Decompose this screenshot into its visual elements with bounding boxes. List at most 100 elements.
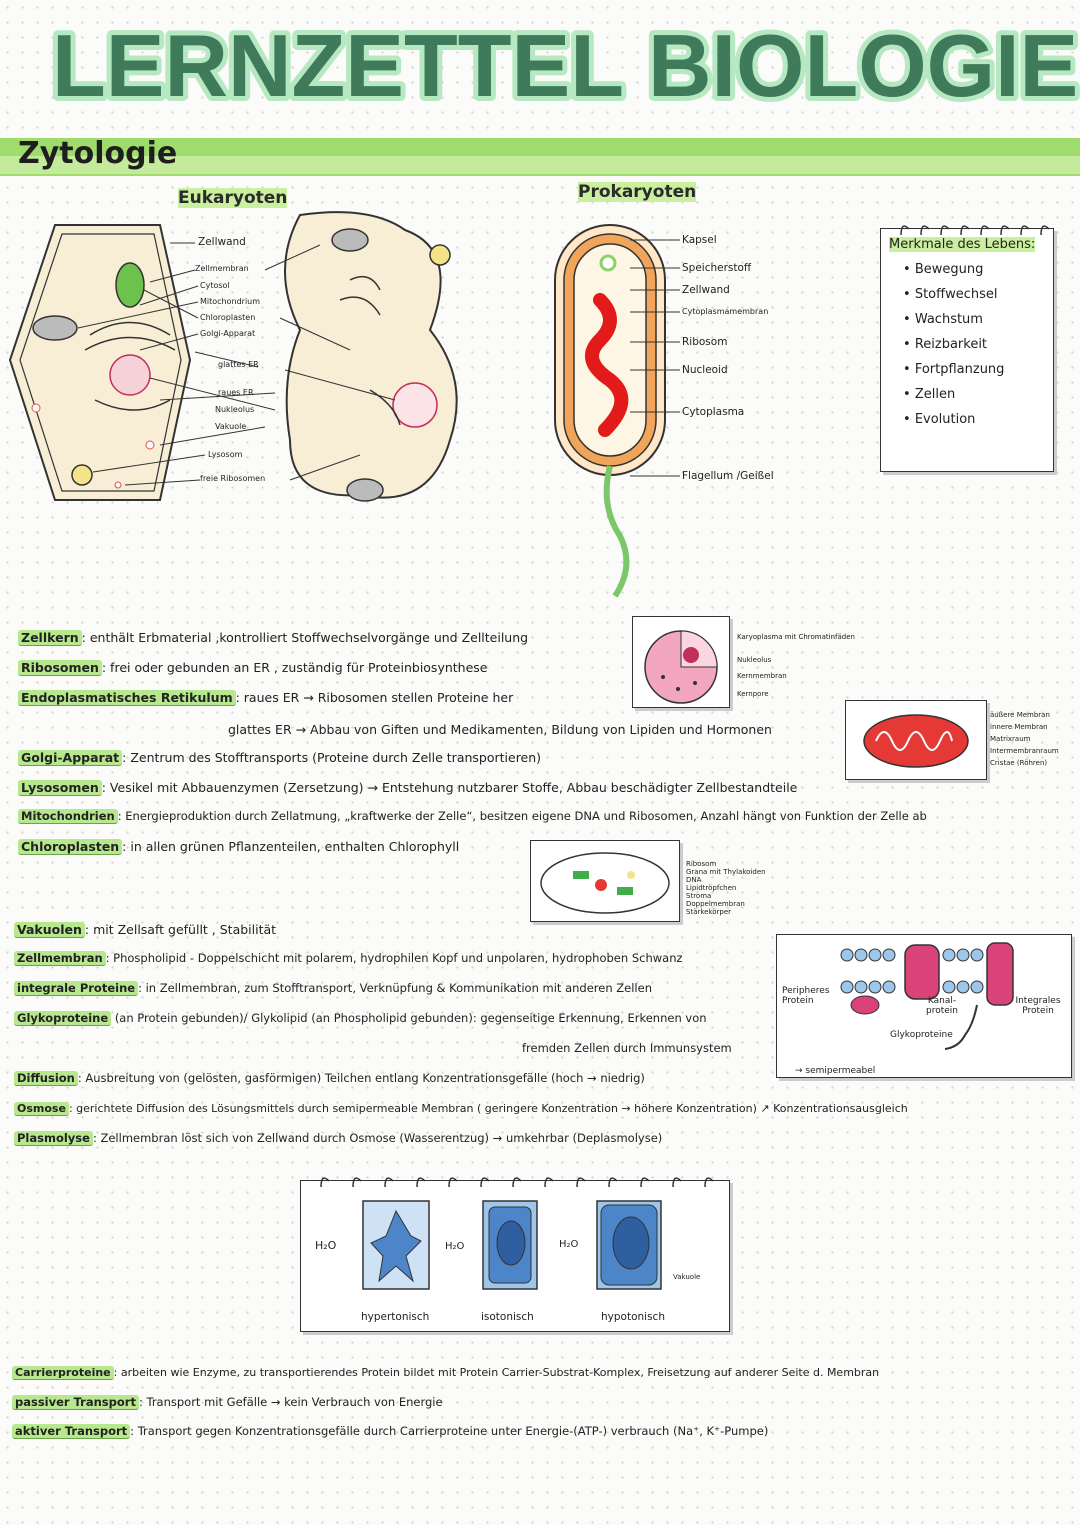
euk-label-cytosol: Cytosol	[200, 281, 230, 290]
pro-label-nucleoid: Nucleoid	[682, 364, 728, 376]
merkmal-item: • Wachstum	[903, 312, 983, 327]
title-word-2: BIOLOGIE	[648, 16, 1078, 114]
euk-label-vakuole: Vakuole	[215, 422, 247, 431]
lysosome-shape	[71, 464, 93, 486]
euk-label-golgi: Golgi-Apparat	[200, 329, 256, 338]
def-chloroplasten: Chloroplasten: in allen grünen Pflanzent…	[18, 839, 459, 855]
euk-label-nukleolus: Nukleolus	[215, 405, 255, 414]
nuc-label-kernmembran: Kernmembran	[737, 672, 787, 680]
title-word-1: LERNZETTEL	[52, 16, 624, 114]
membrane-label-glyco: Glykoproteine	[890, 1030, 953, 1040]
def-vakuolen: Vakuolen: mit Zellsaft gefüllt , Stabili…	[14, 922, 276, 938]
merkmal-item: • Evolution	[903, 412, 976, 427]
chloro-label: Lipidtröpfchen	[686, 884, 737, 892]
def-glattes-er: glattes ER → Abbau von Giften und Medika…	[228, 722, 772, 737]
euk-label-raues-er: raues ER	[218, 388, 254, 397]
def-ribosomen: Ribosomen: frei oder gebunden an ER , zu…	[18, 660, 487, 676]
nucleoid-shape	[585, 293, 629, 437]
def-integrale-proteine: integrale Proteine: in Zellmembran, zum …	[14, 981, 652, 996]
pro-label-kapsel: Kapsel	[682, 234, 717, 246]
euk-label-zellwand: Zellwand	[198, 236, 246, 248]
chloroplast-shape	[115, 262, 145, 308]
pro-label-flagellum: Flagellum /Geißel	[682, 470, 774, 482]
def-lysosomen: Lysosomen: Vesikel mit Abbauenzymen (Zer…	[18, 780, 797, 796]
mito-label-innere: innere Membran	[990, 723, 1048, 731]
nucleus-card	[632, 616, 730, 708]
state-hypertonisch: hypertonisch	[361, 1311, 430, 1323]
chloro-label: Doppelmembran	[686, 900, 745, 908]
membrane-label-channel: Kanal-protein	[926, 996, 958, 1016]
nucleus-shape	[109, 354, 151, 396]
membrane-label-semi: → semipermeabel	[795, 1066, 876, 1076]
title-word-2-shadow: BIOLOGIE	[648, 16, 1078, 114]
merkmal-item: • Stoffwechsel	[903, 287, 998, 302]
merkmal-item: • Zellen	[903, 387, 956, 402]
def-mitochondrien: Mitochondrien: Energieproduktion durch Z…	[18, 809, 927, 824]
spiral-binding	[320, 1177, 714, 1188]
def-carrierproteine: Carrierproteine: arbeiten wie Enzyme, zu…	[12, 1366, 879, 1380]
osmosis-card: H₂O H₂O H₂O Vakuole hypertonisch isotoni…	[300, 1177, 730, 1332]
def-osmose: Osmose: gerichtete Diffusion des Lösungs…	[14, 1102, 908, 1116]
def-glyko-continued: fremden Zellen durch Immunsystem	[522, 1041, 732, 1055]
nuc-label-karyoplasma: Karyoplasma mit Chromatinfäden	[737, 633, 855, 641]
euk-label-freie-ribosomen: freie Ribosomen	[200, 474, 266, 483]
mito-label-aussere: äußere Membran	[990, 711, 1050, 719]
pro-label-ribosom: Ribosom	[682, 336, 728, 348]
mito-label-intermembran: Intermembranraum	[990, 747, 1059, 755]
chloro-label: Stärkekörper	[686, 908, 732, 916]
mitochondrion-card	[845, 700, 987, 780]
channel-protein-shape	[904, 944, 940, 1000]
def-aktiver-transport: aktiver Transport: Transport gegen Konze…	[12, 1424, 768, 1439]
h2o-label: H₂O	[559, 1239, 579, 1250]
section-band-light	[0, 156, 1080, 174]
def-zellkern: Zellkern: enthält Erbmaterial ,kontrolli…	[18, 630, 528, 646]
pro-label-zellwand: Zellwand	[682, 284, 730, 296]
merkmal-item: • Reizbarkeit	[903, 337, 988, 352]
def-glykoproteine: Glykoproteine (an Protein gebunden)/ Gly…	[14, 1011, 707, 1026]
chloro-label: DNA	[686, 876, 702, 884]
eukaryoten-heading: Eukaryoten	[178, 188, 288, 208]
def-er: Endoplasmatisches Retikulum: raues ER → …	[18, 690, 513, 706]
merkmale-list: • Bewegung • Stoffwechsel • Wachstum • R…	[903, 262, 1053, 427]
spiral-binding	[900, 225, 1050, 236]
state-isotonisch: isotonisch	[481, 1311, 534, 1323]
prokaryote-diagram	[554, 224, 666, 598]
chloro-label: Ribosom	[686, 860, 717, 868]
membrane-label-peripheral: Peripheres Protein	[782, 986, 830, 1006]
mito-label-matrix: Matrixraum	[990, 735, 1031, 743]
def-zellmembran: Zellmembran: Phospholipid - Doppelschich…	[14, 951, 683, 966]
nuc-label-kernpore: Kernpore	[737, 690, 769, 698]
chloro-label: Grana mit Thylakoiden	[686, 868, 766, 876]
integral-protein-shape	[986, 942, 1014, 1006]
mito-label-cristae: Cristae (Röhren)	[990, 759, 1048, 767]
h2o-label: H₂O	[445, 1241, 465, 1252]
euk-label-glattes-er: glattes ER	[218, 360, 259, 369]
pro-label-speicherstoff: Speicherstoff	[682, 262, 752, 274]
chloro-labels: Ribosom Grana mit Thylakoiden DNA Lipidt…	[686, 860, 766, 916]
chloro-label: Stroma	[686, 892, 712, 900]
merkmal-item: • Bewegung	[903, 262, 984, 277]
flagellum-shape	[603, 465, 630, 598]
euk-label-mitochondrium: Mitochondrium	[200, 297, 261, 306]
page-title: LERNZETTEL LERNZETTEL BIOLOGIE BIOLOGIE	[47, 11, 1080, 114]
def-passiver-transport: passiver Transport: Transport mit Gefäll…	[12, 1395, 443, 1410]
mitochondrion-shape	[32, 315, 78, 341]
def-plasmolyse: Plasmolyse: Zellmembran löst sich von Ze…	[14, 1131, 662, 1146]
pro-label-cytoplasma: Cytoplasma	[682, 406, 745, 418]
vakuole-label: Vakuole	[673, 1273, 701, 1281]
title-word-1-shadow: LERNZETTEL	[52, 16, 624, 114]
def-golgi: Golgi-Apparat: Zentrum des Stofftranspor…	[18, 750, 541, 766]
def-diffusion: Diffusion: Ausbreitung von (gelösten, ga…	[14, 1071, 645, 1086]
euk-label-zellmembran: Zellmembran	[195, 264, 249, 273]
merkmal-item: • Fortpflanzung	[903, 362, 1005, 377]
euk-label-chloroplasten: Chloroplasten	[200, 313, 256, 322]
merkmale-card: Merkmale des Lebens: • Bewegung • Stoffw…	[880, 225, 1054, 472]
state-hypotonisch: hypotonisch	[601, 1311, 665, 1323]
merkmale-heading: Merkmale des Lebens:	[889, 237, 1036, 252]
nuc-label-nukleolus: Nukleolus	[737, 656, 772, 664]
section-heading: Zytologie	[18, 136, 178, 171]
h2o-label: H₂O	[315, 1239, 337, 1252]
membrane-card	[776, 934, 1072, 1078]
plant-cell-wall	[8, 224, 192, 501]
membrane-label-integral: Integrales Protein	[1015, 996, 1061, 1016]
